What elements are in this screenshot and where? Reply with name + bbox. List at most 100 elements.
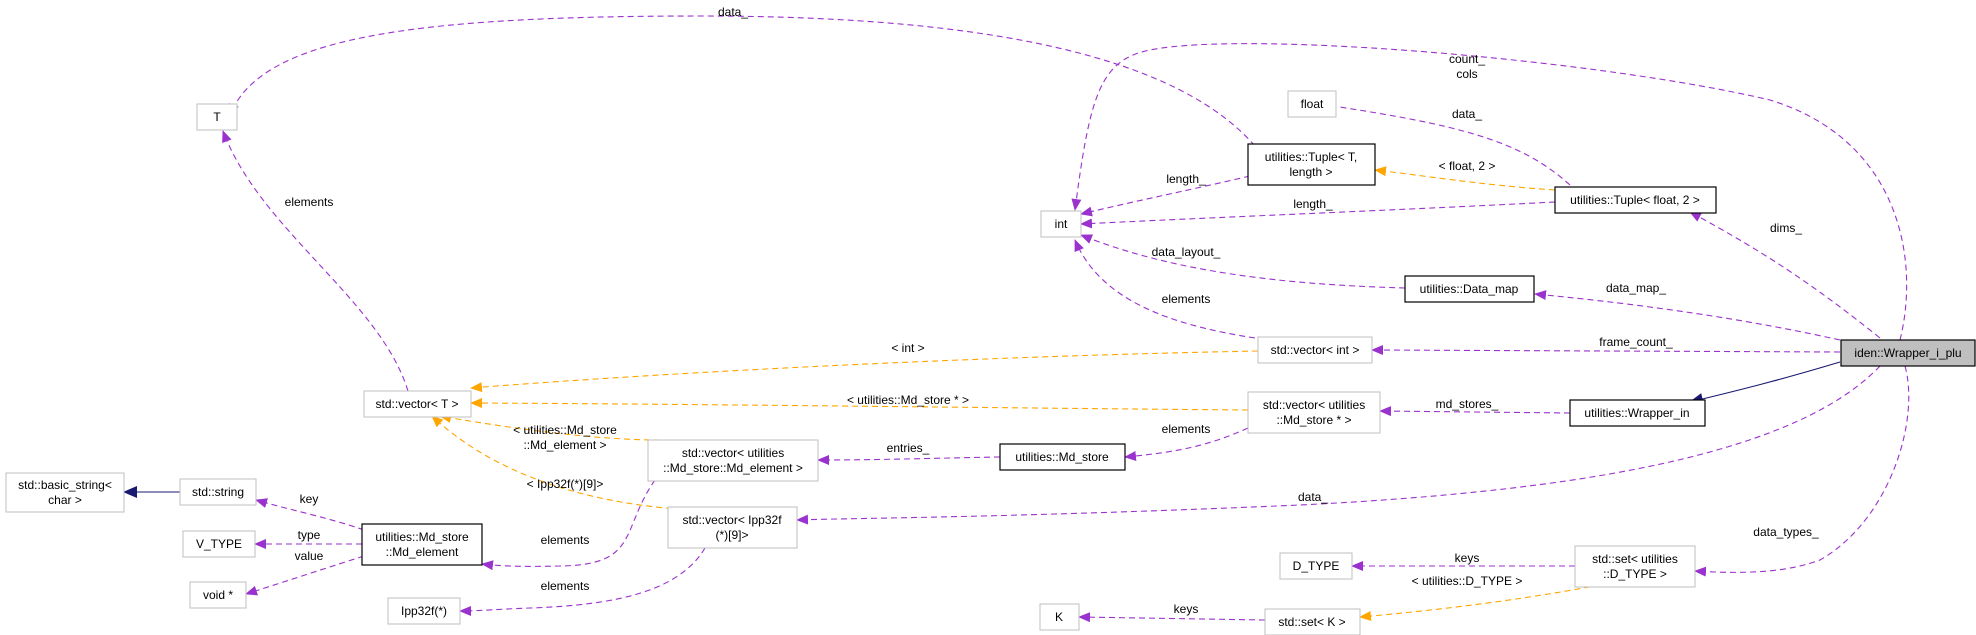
edge-vector-md-store-template: [470, 398, 1249, 411]
edges: [123, 15, 1910, 623]
svg-text:std::vector< utilities: std::vector< utilities: [1263, 398, 1365, 412]
node-int[interactable]: int: [1040, 210, 1082, 238]
edge-wrapper-frame-count: [1371, 345, 1841, 356]
edge-tuple-float-template: [1374, 166, 1556, 191]
svg-text:::Md_element: ::Md_element: [386, 545, 459, 559]
edge-wrapper-dims: [1689, 211, 1881, 339]
node-vector-ipp32f[interactable]: std::vector< Ipp32f (*)[9]>: [667, 506, 798, 549]
edge-label-elements-md-element: elements: [541, 533, 590, 547]
svg-text:char >: char >: [48, 493, 82, 507]
edge-label-keys-k: keys: [1174, 602, 1199, 616]
edge-vector-int-template: [470, 350, 1259, 393]
edge-tuple-float-data: [1319, 100, 1571, 186]
edge-tuple-t-data: [229, 15, 1256, 147]
edge-label-cols: cols: [1456, 67, 1477, 81]
svg-text:utilities::Md_store: utilities::Md_store: [1015, 450, 1109, 464]
svg-text:std::vector< Ipp32f: std::vector< Ipp32f: [682, 513, 782, 527]
node-basic-string[interactable]: std::basic_string< char >: [5, 472, 125, 513]
edge-set-k-keys: [1078, 612, 1266, 623]
svg-text:void *: void *: [203, 588, 233, 602]
nodes: T float int utilities::Tuple< T, length …: [5, 90, 1976, 635]
edge-vector-t-elements: [222, 130, 409, 392]
svg-text:utilities::Tuple< T,: utilities::Tuple< T,: [1265, 150, 1357, 164]
edge-wrapper-count-cols: [1071, 43, 1908, 341]
edge-label-data-layout: data_layout_: [1152, 245, 1221, 259]
edge-label-length-t: length_: [1166, 172, 1206, 186]
edge-tuple-t-length: [1080, 175, 1251, 217]
edge-wrapper-data-map: [1534, 290, 1841, 341]
edge-label-elements-t: elements: [285, 195, 334, 209]
svg-text:(*)[9]>: (*)[9]>: [715, 528, 748, 542]
node-v-type[interactable]: V_TYPE: [182, 530, 256, 558]
edge-label-data-top: data_: [718, 5, 748, 19]
svg-text:T: T: [213, 110, 221, 124]
svg-text:::Md_store::Md_element >: ::Md_store::Md_element >: [663, 461, 803, 475]
svg-text:std::vector< utilities: std::vector< utilities: [682, 446, 784, 460]
edge-set-d-type-template: [1359, 584, 1601, 622]
node-wrapper-i-plu[interactable]: iden::Wrapper_i_plu: [1840, 339, 1976, 367]
edge-label-elements-int: elements: [1162, 292, 1211, 306]
node-void-ptr[interactable]: void *: [189, 581, 247, 609]
node-tuple-t-length[interactable]: utilities::Tuple< T, length >: [1247, 143, 1376, 186]
edge-label-md-stores: md_stores_: [1436, 397, 1499, 411]
svg-text:std::set< utilities: std::set< utilities: [1592, 552, 1678, 566]
svg-text:std::basic_string<: std::basic_string<: [18, 478, 112, 492]
node-md-element[interactable]: utilities::Md_store ::Md_element: [361, 523, 483, 566]
node-vector-t[interactable]: std::vector< T >: [363, 390, 472, 418]
edge-label-length-float: length_: [1293, 197, 1333, 211]
edge-label-count: count_: [1449, 52, 1485, 66]
svg-text:Ipp32f(*): Ipp32f(*): [401, 604, 447, 618]
node-std-string[interactable]: std::string: [179, 478, 257, 506]
svg-text:length >: length >: [1289, 165, 1332, 179]
node-K[interactable]: K: [1039, 603, 1080, 631]
svg-text:std::vector< T >: std::vector< T >: [376, 397, 459, 411]
edge-label-key: key: [300, 492, 319, 506]
svg-text:iden::Wrapper_i_plu: iden::Wrapper_i_plu: [1854, 346, 1961, 360]
edge-label-md-element-tmpl-1: < utilities::Md_store: [513, 423, 617, 437]
edge-label-keys-d-type: keys: [1455, 551, 1480, 565]
edge-wrapper-data: [796, 365, 1881, 525]
edge-label-data-types: data_types_: [1753, 525, 1819, 539]
svg-text:std::set< K >: std::set< K >: [1278, 615, 1345, 629]
edge-vector-md-element-template: [439, 412, 661, 441]
edge-label-d-type-tmpl: < utilities::D_TYPE >: [1412, 574, 1523, 588]
edge-vector-ipp-template: [431, 415, 693, 511]
edge-wrapper-data-types: [1694, 365, 1910, 577]
edge-label-dims: dims_: [1770, 221, 1802, 235]
edge-label-ipp-tmpl: < Ipp32f(*)[9]>: [527, 477, 604, 491]
svg-text:utilities::Data_map: utilities::Data_map: [1420, 282, 1519, 296]
svg-text:V_TYPE: V_TYPE: [196, 537, 242, 551]
svg-text:int: int: [1055, 217, 1068, 231]
node-vector-md-store-ptr[interactable]: std::vector< utilities ::Md_store * >: [1247, 391, 1381, 434]
node-vector-md-element[interactable]: std::vector< utilities ::Md_store::Md_el…: [647, 439, 819, 482]
svg-text:std::vector< int >: std::vector< int >: [1271, 343, 1360, 357]
node-float[interactable]: float: [1287, 90, 1337, 118]
edge-label-entries: entries_: [887, 441, 930, 455]
svg-text:::Md_store * >: ::Md_store * >: [1276, 413, 1351, 427]
svg-text:::D_TYPE >: ::D_TYPE >: [1603, 567, 1667, 581]
node-d-type[interactable]: D_TYPE: [1279, 552, 1353, 580]
edge-label-value: value: [295, 549, 324, 563]
edge-vector-md-element-elements: [481, 479, 656, 571]
edge-label-elements-md-store: elements: [1162, 422, 1211, 436]
edge-md-store-entries: [817, 454, 1001, 465]
node-ipp32f[interactable]: Ipp32f(*): [387, 597, 461, 625]
node-set-d-type[interactable]: std::set< utilities ::D_TYPE >: [1574, 545, 1696, 588]
node-wrapper-in[interactable]: utilities::Wrapper_in: [1569, 399, 1706, 427]
node-data-map[interactable]: utilities::Data_map: [1404, 275, 1535, 303]
edge-label-frame-count: frame_count_: [1599, 335, 1673, 349]
svg-text:D_TYPE: D_TYPE: [1293, 559, 1340, 573]
edge-label-md-element-tmpl-2: ::Md_element >: [523, 438, 606, 452]
svg-text:std::string: std::string: [192, 485, 244, 499]
node-md-store[interactable]: utilities::Md_store: [999, 443, 1126, 471]
node-T[interactable]: T: [196, 103, 238, 131]
node-vector-int[interactable]: std::vector< int >: [1257, 336, 1373, 364]
node-set-k[interactable]: std::set< K >: [1264, 608, 1361, 635]
node-tuple-float-2[interactable]: utilities::Tuple< float, 2 >: [1554, 186, 1717, 214]
edge-wrapper-inherits: [1689, 361, 1841, 405]
edge-tuple-float-length: [1080, 201, 1556, 229]
svg-text:K: K: [1055, 610, 1063, 624]
svg-text:utilities::Tuple< float, 2 >: utilities::Tuple< float, 2 >: [1570, 193, 1700, 207]
edge-label-elements-ipp: elements: [541, 579, 590, 593]
